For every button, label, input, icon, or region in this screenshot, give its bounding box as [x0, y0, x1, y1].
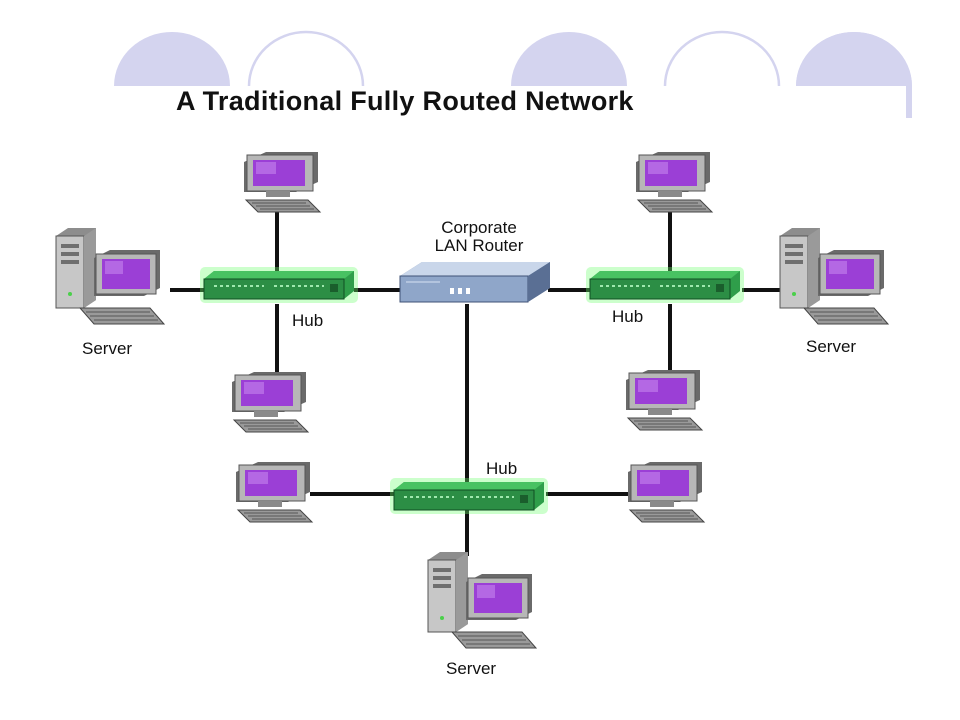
decor-circle-4: [663, 30, 781, 86]
diagram-title: A Traditional Fully Routed Network: [176, 86, 634, 116]
hub-right-icon: [585, 266, 745, 304]
server-right-icon: [779, 227, 889, 325]
router-label-line2: LAN Router: [434, 235, 524, 255]
hub-left-icon: [199, 266, 359, 304]
workstation-icon: [635, 151, 713, 213]
server-bottom-icon: [427, 551, 537, 649]
workstation-icon: [231, 371, 309, 433]
workstation-icon: [235, 461, 313, 523]
server-left-icon: [55, 227, 165, 325]
router-label-line1: Corporate: [441, 218, 517, 237]
hub-right-label: Hub: [612, 307, 644, 326]
hub-bottom-icon: [389, 477, 549, 515]
decor-circle-1: [114, 32, 230, 86]
router-icon: [399, 261, 551, 303]
server-bottom-label: Server: [446, 659, 497, 678]
hub-bottom-label: Hub: [486, 459, 518, 478]
router-label: Corporate LAN Router: [404, 219, 554, 255]
server-left-label: Server: [82, 339, 133, 358]
workstation-icon: [625, 369, 703, 431]
server-right-label: Server: [806, 337, 857, 356]
hub-left-label: Hub: [292, 311, 324, 330]
workstation-icon: [627, 461, 705, 523]
workstation-icon: [243, 151, 321, 213]
decor-circle-3: [511, 32, 627, 86]
decor-circle-2: [247, 30, 365, 86]
decorative-header: [114, 30, 912, 118]
